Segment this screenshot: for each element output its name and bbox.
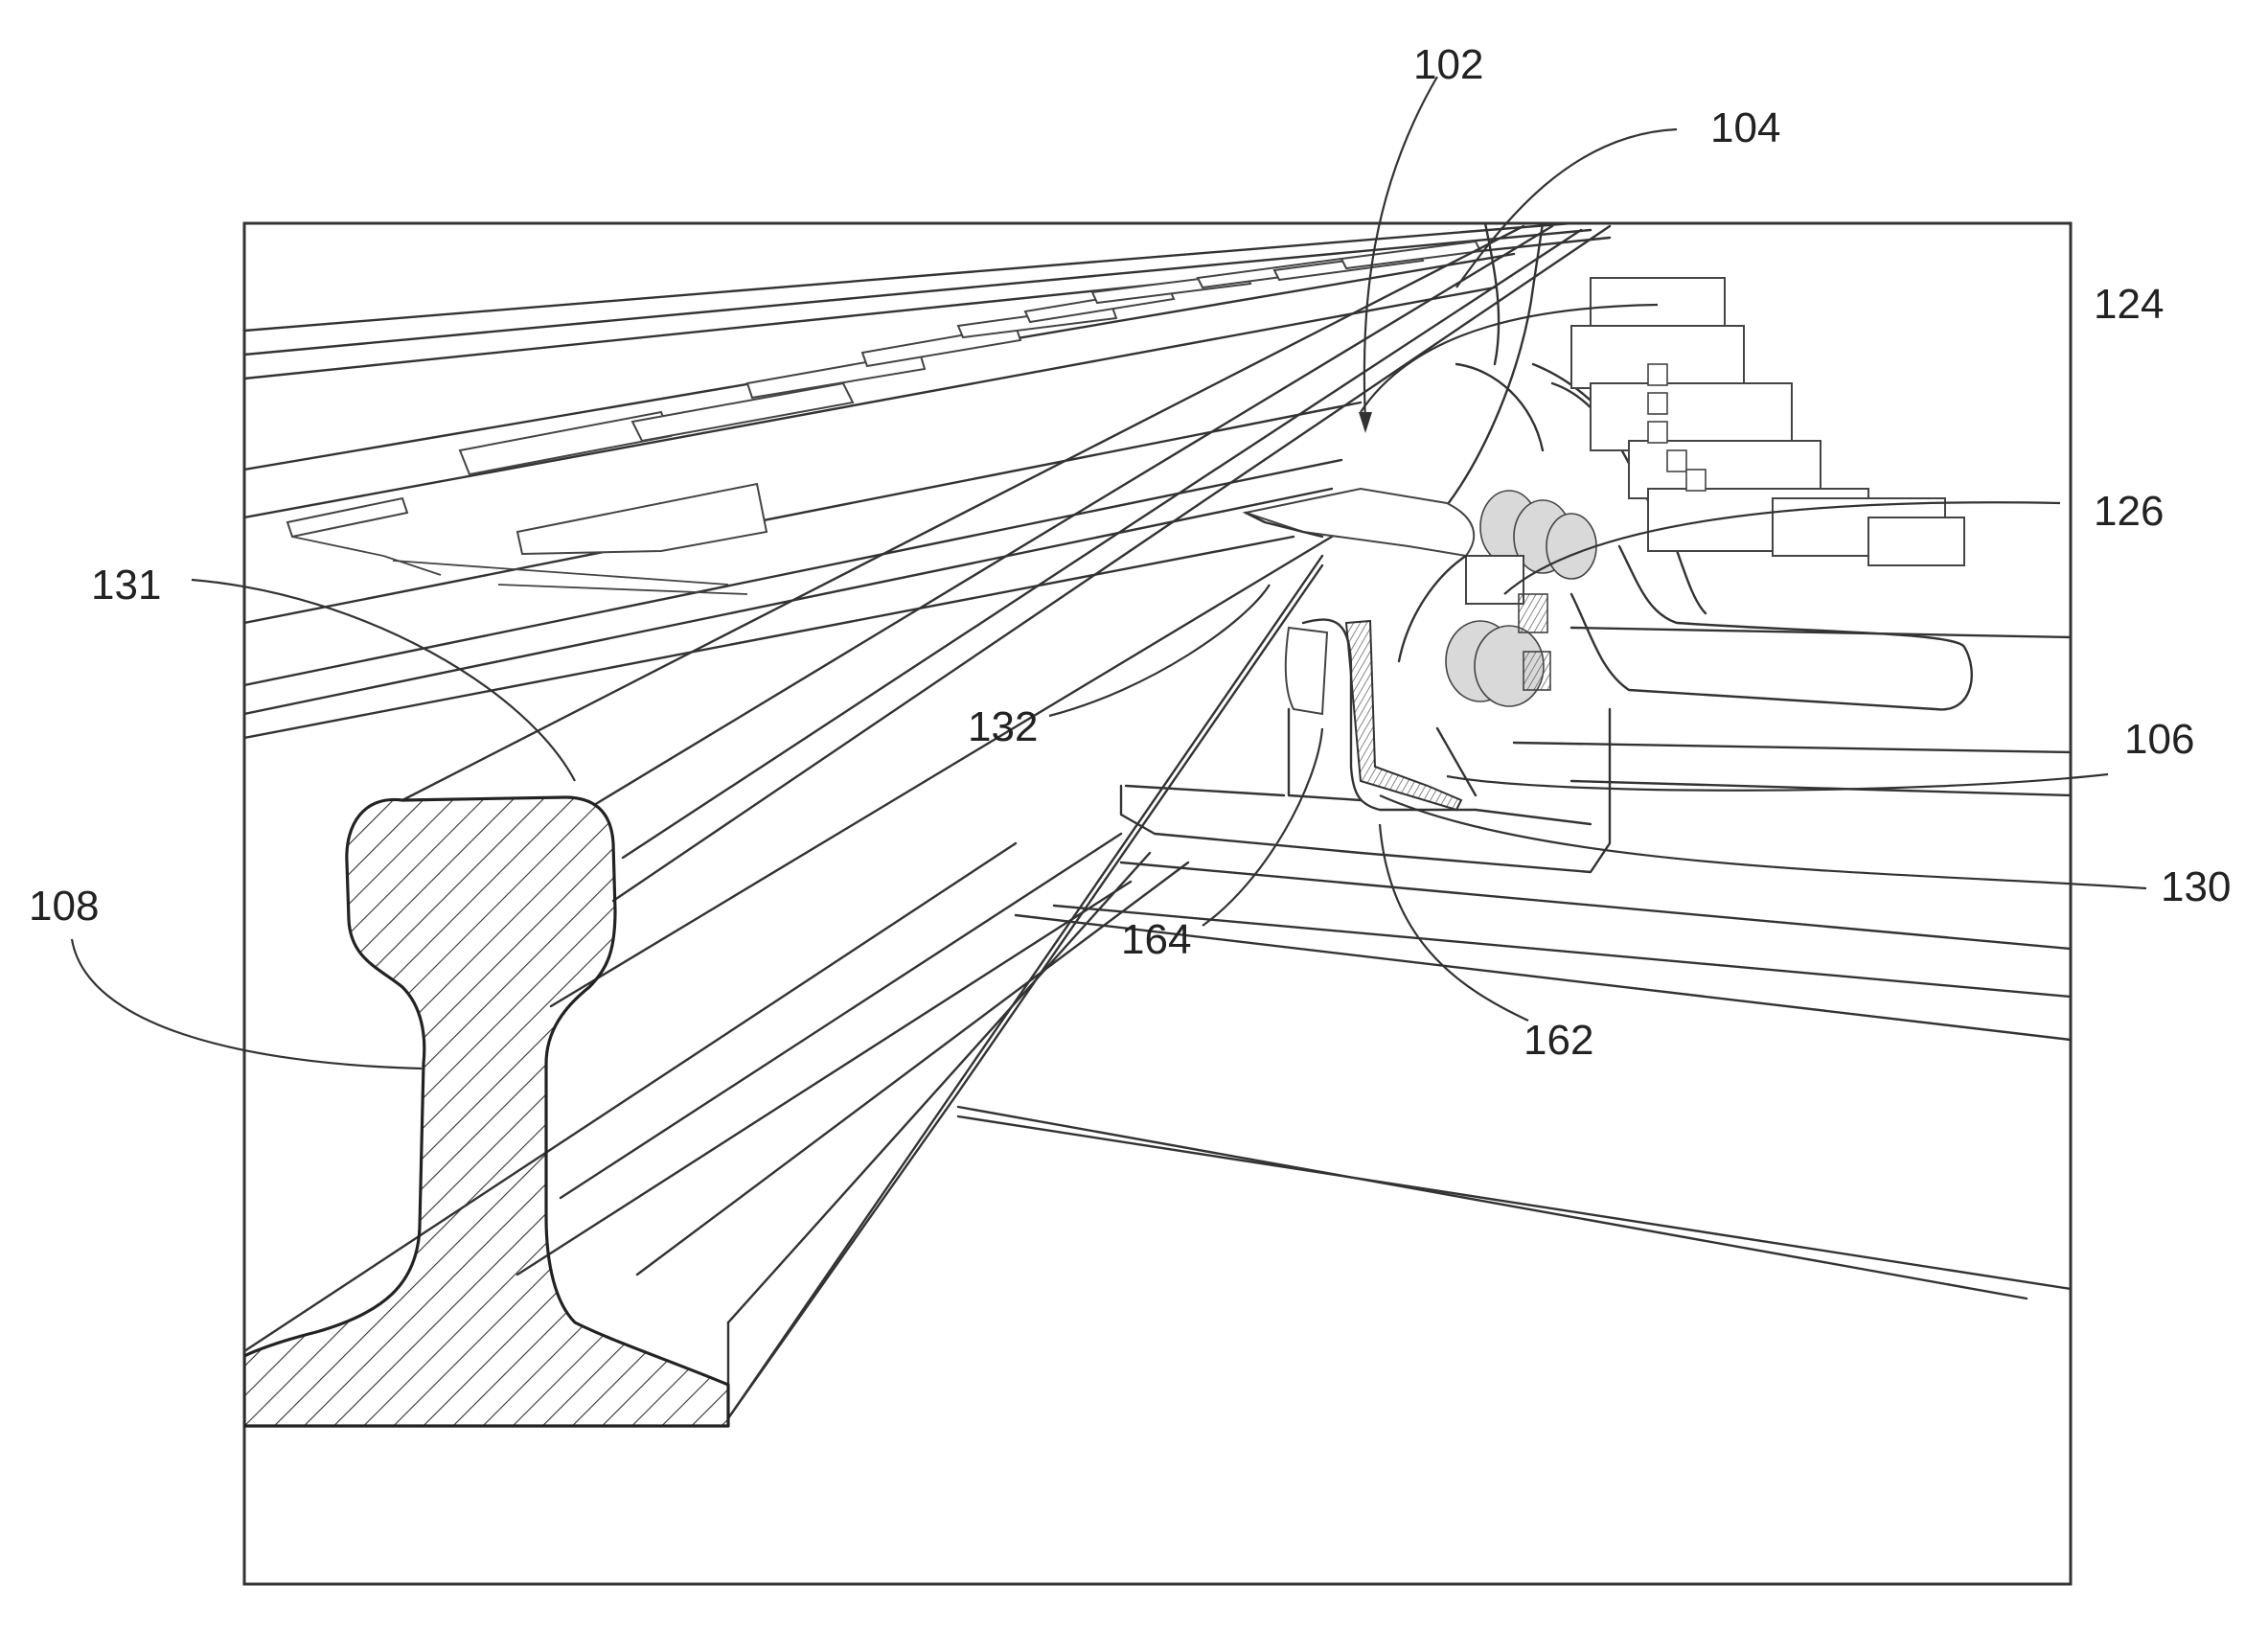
- label-132: 132: [968, 703, 1038, 750]
- label-104: 104: [1710, 104, 1780, 151]
- label-130: 130: [2161, 863, 2231, 910]
- label-162: 162: [1523, 1017, 1593, 1064]
- label-102: 102: [1413, 41, 1483, 88]
- label-126: 126: [2094, 488, 2164, 535]
- label-124: 124: [2094, 281, 2164, 328]
- label-131: 131: [91, 562, 161, 609]
- label-164: 164: [1121, 916, 1191, 963]
- label-108: 108: [29, 883, 99, 930]
- label-106: 106: [2124, 716, 2194, 763]
